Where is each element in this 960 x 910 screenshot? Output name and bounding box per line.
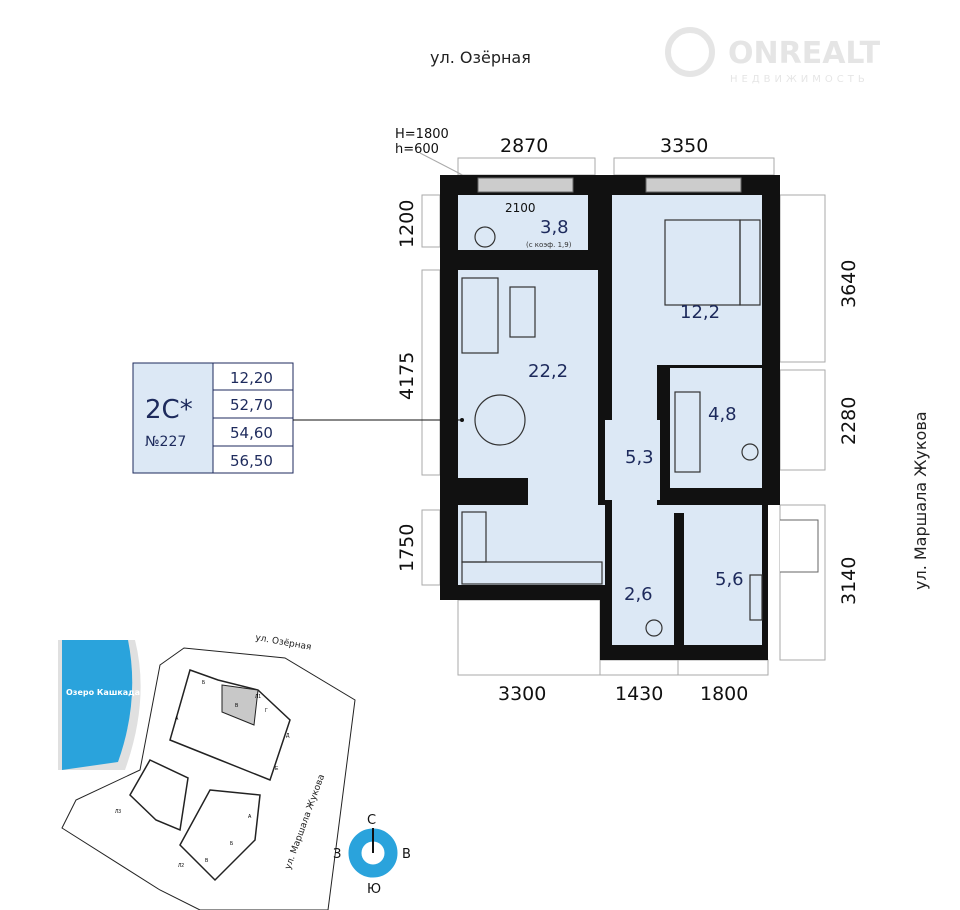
compass-east: В: [402, 847, 411, 862]
area-value: 56,50: [230, 452, 273, 470]
section-label: А: [248, 814, 252, 820]
room-note-balcony: (с коэф. 1,9): [526, 241, 572, 249]
building-label: Л2: [178, 863, 184, 869]
street-right: ул. Маршала Жукова: [911, 411, 930, 590]
street-top: ул. Озёрная: [430, 48, 531, 67]
dim-right-2: 2280: [838, 397, 860, 445]
apartment-plan: [440, 175, 819, 660]
room-area-bedroom: 12,2: [680, 302, 720, 323]
section-label: В: [235, 703, 239, 709]
dim-bottom-2: 1430: [615, 683, 663, 705]
apartment-type: 2С*: [145, 395, 193, 425]
building-label: Л1: [255, 694, 261, 700]
room-area-bathroom: 4,8: [708, 404, 737, 425]
room-area-wc: 2,6: [624, 584, 653, 605]
room-area-living: 22,2: [528, 361, 568, 382]
apartment-number: №227: [145, 434, 186, 450]
window-width: 2100: [505, 201, 536, 215]
section-label: Г: [265, 708, 268, 714]
compass-west: З: [333, 847, 341, 862]
dim-top-1: 2870: [500, 135, 548, 157]
compass-north: С: [367, 813, 376, 828]
compass-south: Ю: [367, 882, 381, 897]
apartment-info-table: [132, 362, 464, 474]
dim-left-1: 1200: [396, 200, 418, 248]
logo: ONREALT НЕДВИЖИМОСТЬ: [665, 27, 881, 85]
room-area-hall: 5,3: [625, 447, 654, 468]
section-label: В: [205, 858, 209, 864]
dim-right-3: 3140: [838, 557, 860, 605]
dim-right-1: 3640: [838, 260, 860, 308]
site-plan: [58, 640, 356, 910]
window-height: H=1800: [395, 127, 449, 142]
window-sill-height: h=600: [395, 142, 439, 157]
section-label: Б: [230, 841, 234, 847]
area-value: 54,60: [230, 424, 273, 442]
dim-left-3: 1750: [396, 524, 418, 572]
section-label: Д: [286, 733, 290, 739]
lake-label: Озеро Кашкадан: [66, 688, 146, 697]
site-street-top: ул. Озёрная: [254, 633, 312, 653]
dim-left-2: 4175: [396, 352, 418, 400]
room-area-balcony: 3,8: [540, 217, 569, 238]
compass-icon: [348, 828, 398, 878]
logo-tagline: НЕДВИЖИМОСТЬ: [730, 74, 869, 85]
area-value: 12,20: [230, 369, 273, 387]
dim-bottom-3: 1800: [700, 683, 748, 705]
building-label: Л3: [115, 809, 121, 815]
section-label: Б: [202, 680, 206, 686]
dim-bottom-1: 3300: [498, 683, 546, 705]
room-area-wardrobe: 5,6: [715, 569, 744, 590]
logo-name: ONREALT: [728, 36, 881, 71]
dim-top-2: 3350: [660, 135, 708, 157]
section-label: А: [175, 716, 179, 722]
site-street-right: ул. Маршала Жукова: [283, 773, 327, 871]
section-label: Е: [275, 766, 279, 772]
area-value: 52,70: [230, 396, 273, 414]
